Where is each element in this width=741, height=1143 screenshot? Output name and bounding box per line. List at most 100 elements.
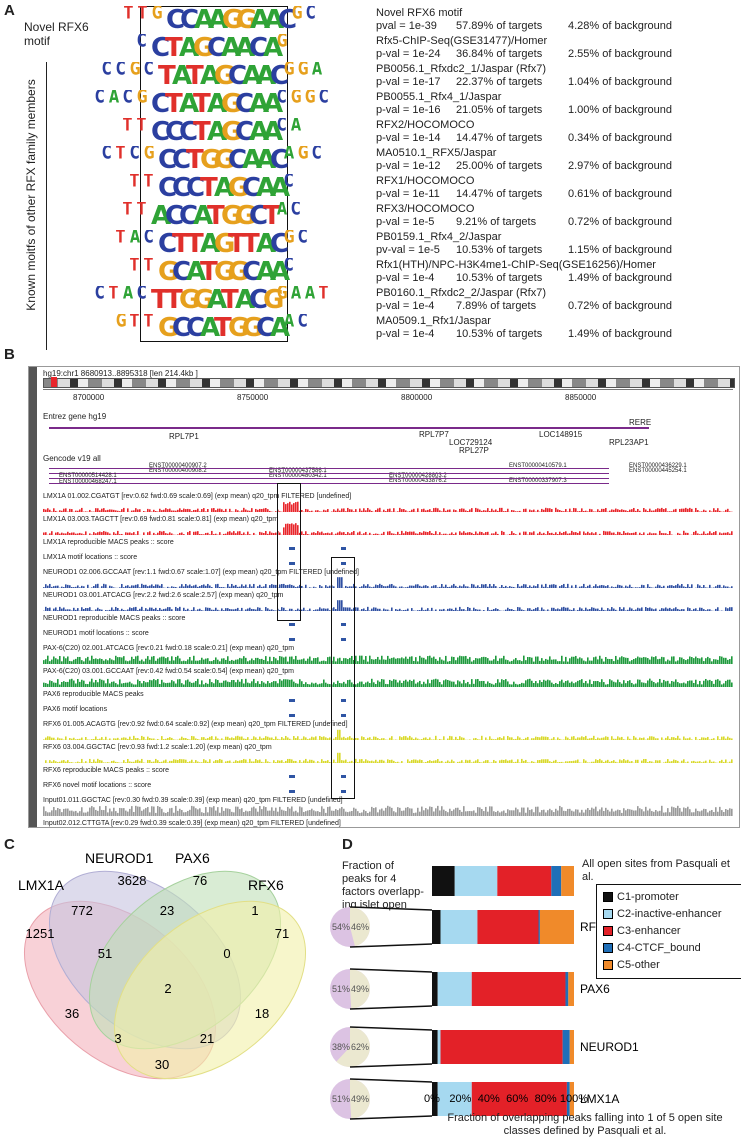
signal-bar	[677, 608, 679, 611]
signal-bar	[673, 656, 675, 664]
transcript-label: ENST00000445254.1	[629, 468, 687, 474]
signal-bar	[505, 511, 507, 512]
signal-bar	[159, 806, 161, 816]
signal-bar	[681, 609, 683, 611]
signal-bar	[291, 806, 293, 816]
signal-bar	[73, 587, 75, 588]
signal-bar	[699, 739, 701, 740]
track-signal	[289, 775, 346, 778]
signal-bar	[371, 587, 373, 588]
motif-targets: 21.05% of targets	[456, 104, 543, 116]
signal-bar	[707, 812, 709, 816]
signal-bar	[235, 509, 237, 512]
signal-bar	[59, 684, 61, 687]
signal-bar	[605, 507, 607, 512]
signal-bar	[625, 760, 627, 763]
signal-bar	[145, 739, 147, 740]
signal-bar	[427, 738, 429, 740]
signal-bar	[429, 655, 431, 664]
signal-bar	[319, 584, 321, 588]
signal-bar	[439, 761, 441, 763]
signal-bar	[253, 609, 255, 611]
signal-bar	[497, 608, 499, 611]
signal-bar	[349, 607, 351, 611]
signal-bar	[137, 759, 139, 763]
signal-bar	[343, 681, 345, 687]
signal-bar	[391, 511, 393, 512]
signal-bar	[677, 805, 679, 816]
signal-bar	[563, 661, 565, 664]
signal-bar	[297, 736, 299, 740]
motif-targets: 57.89% of targets	[456, 20, 543, 32]
signal-bar	[113, 807, 115, 816]
signal-bar	[419, 532, 421, 535]
signal-bar	[263, 508, 265, 512]
panel-c-label: C	[4, 836, 15, 853]
signal-bar	[439, 586, 441, 588]
peak-mark	[341, 562, 346, 565]
signal-bar	[251, 658, 253, 664]
signal-bar	[101, 532, 103, 535]
signal-bar	[87, 739, 89, 740]
signal-bar	[473, 738, 475, 740]
signal-bar	[675, 760, 677, 763]
signal-bar	[617, 736, 619, 740]
signal-bar	[177, 759, 179, 763]
signal-bar	[375, 607, 377, 611]
signal-bar	[731, 656, 733, 664]
venn-count: 1251	[26, 926, 55, 941]
signal-bar	[719, 510, 721, 512]
signal-bar	[105, 805, 107, 816]
motif-background: 2.97% of background	[568, 160, 672, 172]
signal-bar	[307, 509, 309, 512]
panel-d-label: D	[342, 836, 353, 853]
signal-bar	[621, 683, 623, 687]
signal-bar	[535, 656, 537, 664]
signal-bar	[425, 531, 427, 535]
signal-bar	[543, 809, 545, 816]
signal-bar	[581, 658, 583, 664]
signal-bar	[613, 608, 615, 611]
signal-bar	[479, 807, 481, 816]
transcript-label: ENST00000514428.1	[59, 473, 117, 479]
signal-bar	[513, 739, 515, 740]
signal-bar	[439, 510, 441, 512]
signal-bar	[437, 759, 439, 763]
signal-bar	[725, 607, 727, 611]
signal-bar	[649, 761, 651, 763]
signal-bar	[611, 761, 613, 763]
signal-bar	[211, 609, 213, 611]
coord-tick: 8800000	[401, 393, 433, 402]
signal-bar	[165, 533, 167, 535]
signal-bar	[463, 508, 465, 512]
signal-bar	[367, 606, 369, 611]
motif-targets: 10.53% of targets	[456, 272, 543, 284]
signal-bar	[509, 684, 511, 687]
signal-bar	[263, 762, 265, 763]
signal-bar	[509, 586, 511, 588]
signal-bar	[639, 608, 641, 611]
signal-bar	[95, 809, 97, 816]
signal-bar	[613, 509, 615, 512]
signal-bar	[361, 681, 363, 687]
signal-bar	[111, 760, 113, 763]
signal-bar	[269, 762, 271, 763]
signal-bar	[53, 807, 55, 816]
signal-bar	[421, 806, 423, 816]
signal-bar	[687, 607, 689, 611]
signal-bar	[273, 739, 275, 740]
signal-bar	[411, 759, 413, 763]
signal-bar	[327, 683, 329, 687]
signal-bar	[117, 737, 119, 740]
signal-bar	[137, 509, 139, 512]
signal-bar	[563, 606, 565, 611]
signal-bar	[655, 809, 657, 816]
signal-bar	[589, 533, 591, 535]
signal-bar	[451, 810, 453, 816]
signal-bar	[193, 607, 195, 611]
legend-swatch	[603, 909, 613, 920]
signal-bar	[285, 760, 287, 763]
signal-bar	[105, 736, 107, 740]
signal-bar	[413, 508, 415, 512]
